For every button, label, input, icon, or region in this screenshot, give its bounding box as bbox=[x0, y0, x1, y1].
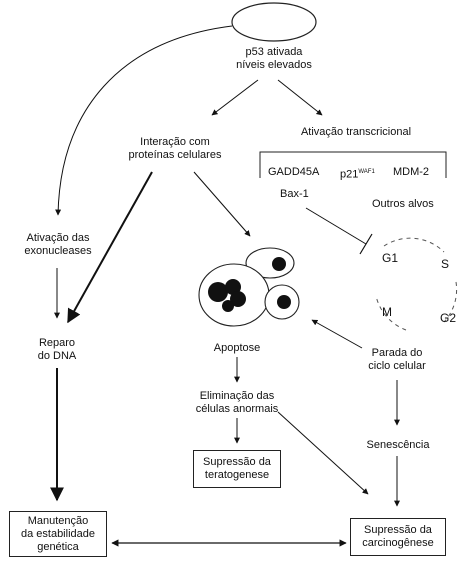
arrow-interacao-reparo bbox=[67, 171, 153, 324]
arrow-p53-interacao bbox=[211, 79, 259, 116]
inhibit-bar bbox=[359, 233, 373, 255]
phase-g1: G1 bbox=[382, 251, 399, 265]
arrow-interacao-apoptose bbox=[193, 171, 251, 237]
apoptotic-cells bbox=[198, 247, 300, 327]
phase-m: M bbox=[382, 305, 392, 319]
arrow-eliminacao-carcinogenese bbox=[277, 411, 369, 495]
bax1-label: Bax-1 bbox=[280, 188, 309, 200]
arrow-p53-exonucleases bbox=[55, 25, 233, 216]
ativacao-transcricional-label: Ativação transcricional bbox=[300, 126, 412, 138]
cell-cycle-ring bbox=[375, 237, 458, 331]
apoptose-label: Apoptose bbox=[213, 342, 261, 354]
gadd45a-label: GADD45A bbox=[268, 166, 320, 178]
mdm2-label: MDM-2 bbox=[393, 166, 430, 178]
transcription-bracket bbox=[259, 151, 447, 178]
p53-oval bbox=[231, 2, 317, 42]
phase-s: S bbox=[441, 257, 450, 271]
p21-label: p21WAF1 bbox=[340, 168, 375, 181]
phase-g2: G2 bbox=[440, 311, 457, 325]
arrow-p53-transcricional bbox=[277, 79, 323, 116]
senescencia-label: Senescência bbox=[366, 439, 430, 451]
outros-alvos-label: Outros alvos bbox=[372, 198, 434, 210]
inhibit-bax-g1 bbox=[305, 207, 367, 245]
arrow-parada-apoptose bbox=[311, 319, 363, 349]
